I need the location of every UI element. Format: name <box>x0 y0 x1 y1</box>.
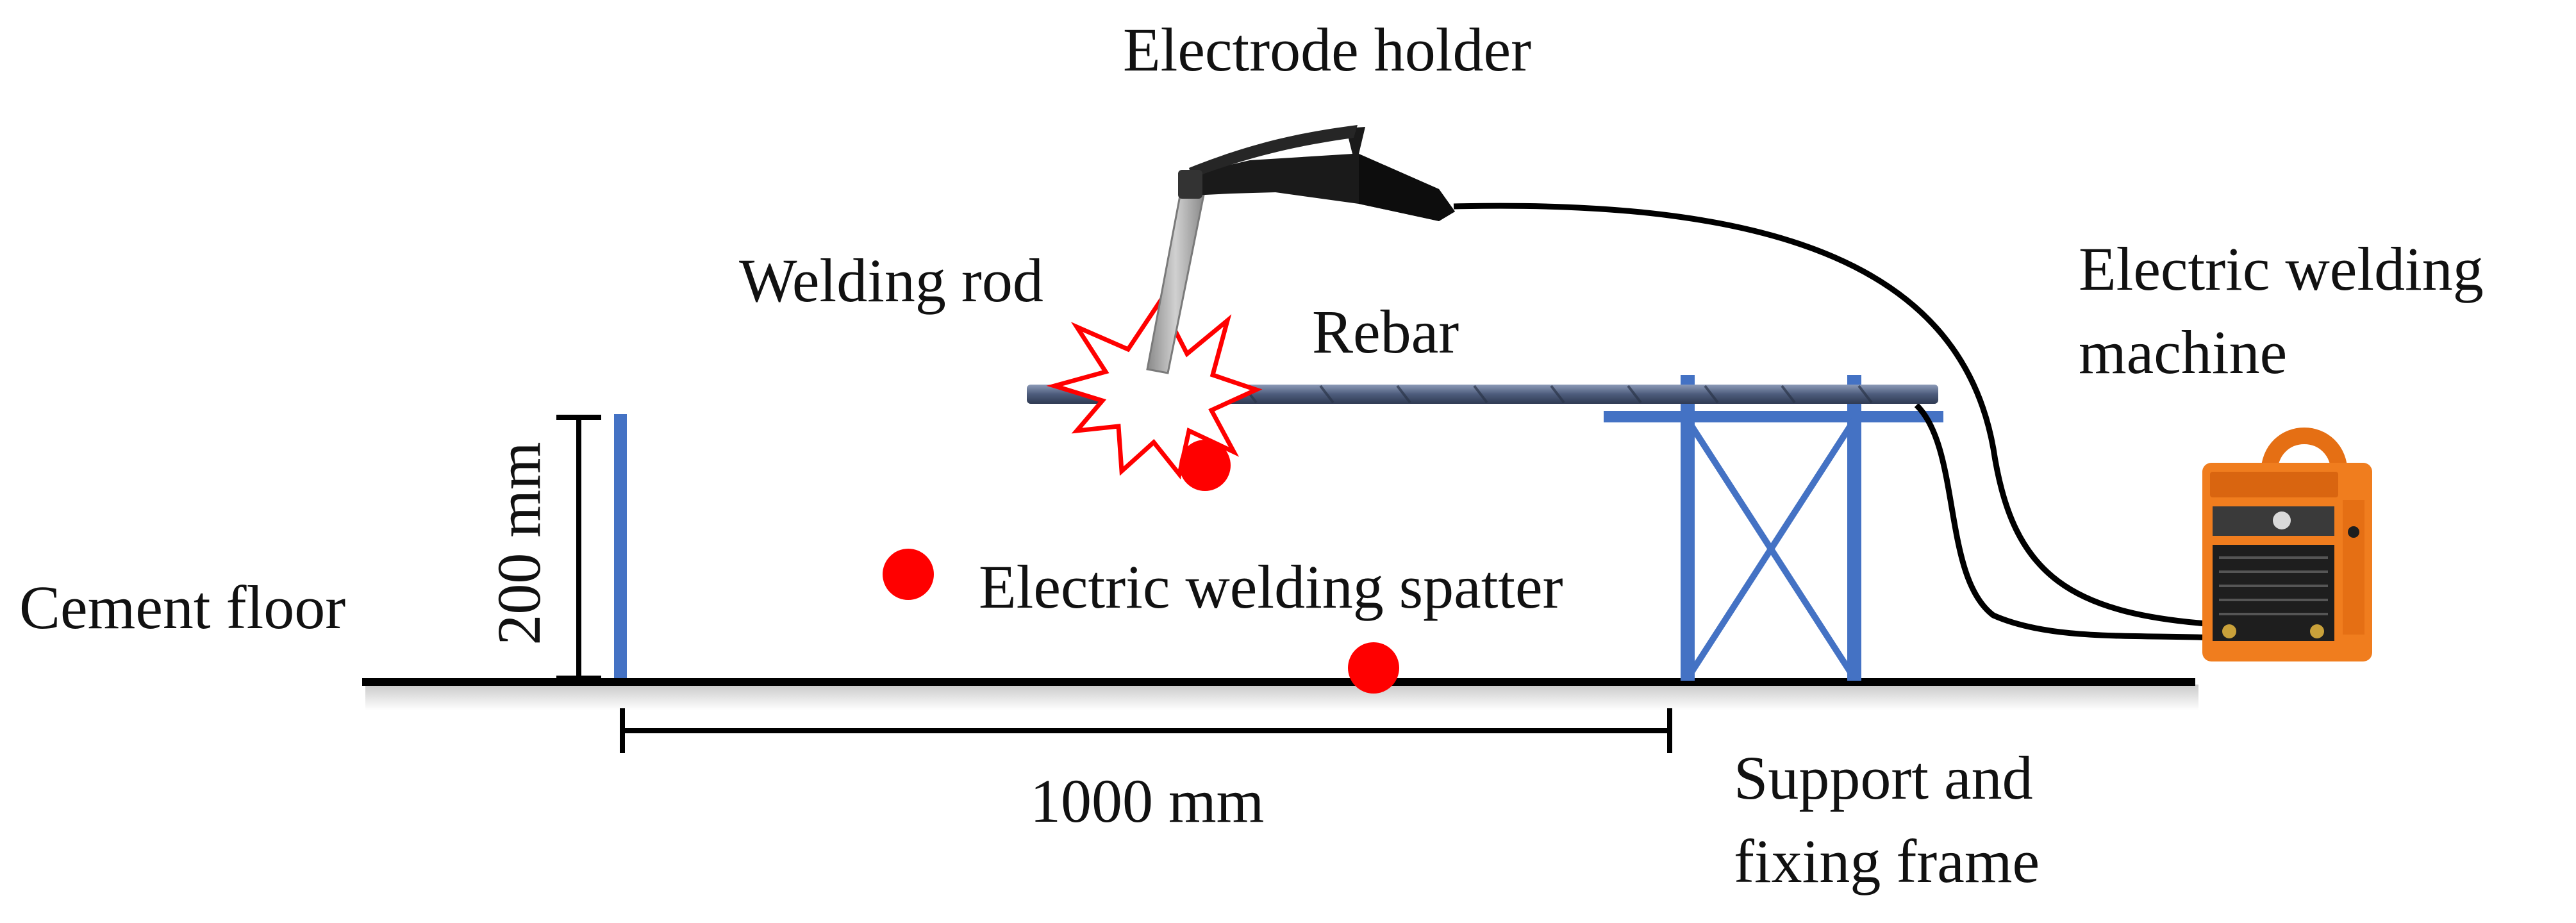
welding-machine-label-line1: Electric welding <box>2079 235 2484 303</box>
length-dimension <box>620 708 1672 753</box>
cement-floor-label: Cement floor <box>19 573 345 642</box>
welding-machine-icon <box>2202 428 2372 661</box>
ground-cable <box>1914 403 2218 641</box>
height-dimension <box>556 415 601 681</box>
rebar-label: Rebar <box>1312 297 1459 366</box>
support-frame <box>1604 375 1943 681</box>
welding-rod-label: Welding rod <box>739 246 1043 315</box>
spatter-particle <box>883 549 934 600</box>
height-dimension-label: 200 mm <box>485 442 553 645</box>
spatter-particle <box>1348 642 1399 694</box>
support-frame-label-line1: Support and <box>1734 744 2033 812</box>
spatter-particle <box>1179 440 1231 491</box>
electrode-holder-icon <box>1178 125 1455 221</box>
welding-machine-label-line2: machine <box>2079 318 2287 387</box>
cement-floor <box>362 678 2198 710</box>
support-frame-label-line2: fixing frame <box>1734 827 2040 895</box>
spark-burst-icon <box>1046 297 1263 479</box>
holder-cable <box>1453 203 2225 628</box>
spatter-label: Electric welding spatter <box>979 553 1563 621</box>
electrode-holder-label: Electrode holder <box>1123 15 1531 84</box>
length-dimension-label: 1000 mm <box>1030 767 1264 835</box>
